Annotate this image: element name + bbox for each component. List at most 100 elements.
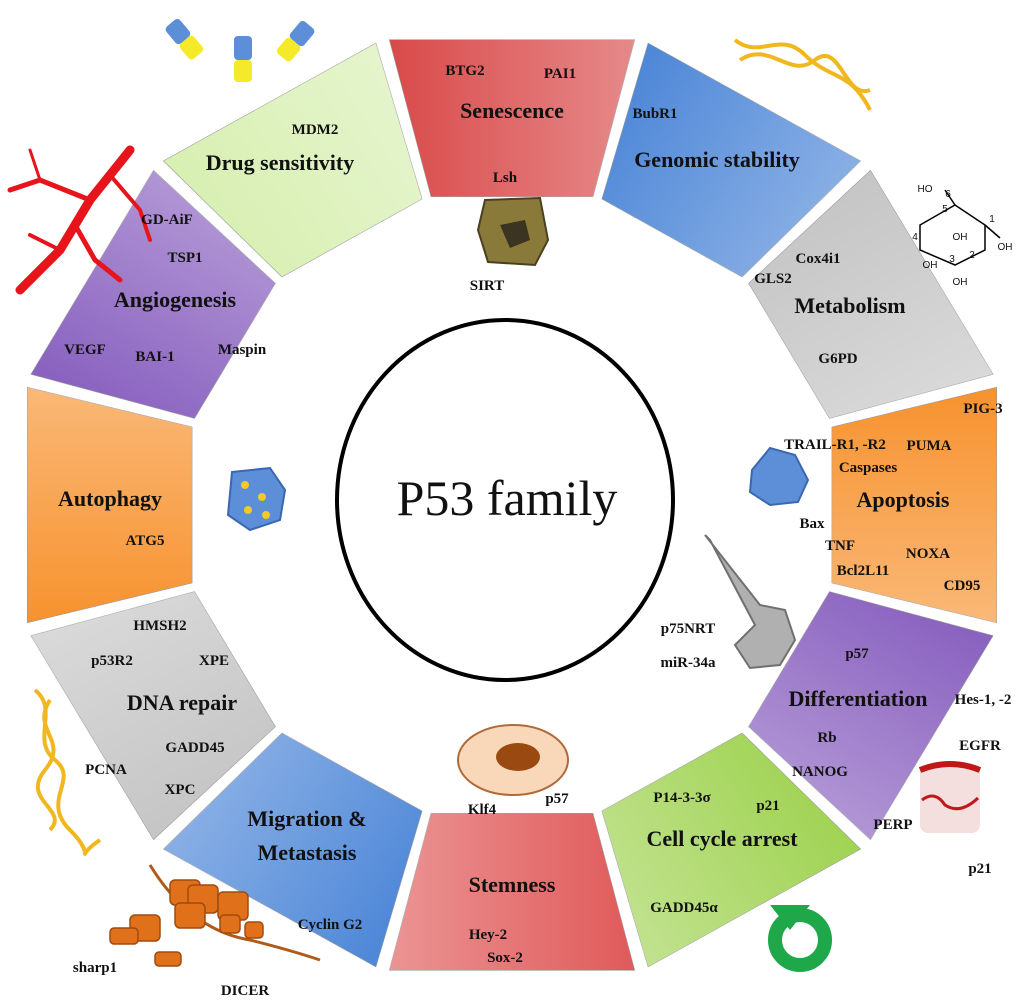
gene-label: TNF xyxy=(825,538,855,554)
svg-text:2: 2 xyxy=(969,250,975,261)
gene-label: Caspases xyxy=(839,460,898,476)
svg-text:HO: HO xyxy=(918,184,933,195)
gene-label: XPE xyxy=(199,653,229,669)
gene-label: GLS2 xyxy=(754,271,792,287)
segment-shading xyxy=(27,387,193,623)
gene-label: GD-AiF xyxy=(141,212,193,228)
center-label: P53 family xyxy=(397,470,618,526)
gene-label: Bcl2L11 xyxy=(837,563,890,579)
gene-label: Cox4i1 xyxy=(796,251,841,267)
segment-title-migration-line2: Metastasis xyxy=(258,840,357,865)
svg-text:5: 5 xyxy=(942,204,948,215)
gene-label: Lsh xyxy=(493,170,518,186)
gene-label: P14-3-3σ xyxy=(653,790,711,806)
gene-label: XPC xyxy=(165,782,196,798)
gene-label: G6PD xyxy=(818,351,857,367)
protein-complex-icon xyxy=(109,864,321,967)
segment-title-drug-sensitivity: Drug sensitivity xyxy=(206,150,355,175)
gene-label: miR-34a xyxy=(661,655,716,671)
gene-label: HMSH2 xyxy=(133,618,186,634)
gene-label: BubR1 xyxy=(632,106,677,122)
gene-label: Rb xyxy=(817,730,836,746)
gene-label: ATG5 xyxy=(126,533,165,549)
center-circle xyxy=(335,318,675,682)
segment-title-metabolism: Metabolism xyxy=(794,293,905,318)
svg-text:OH: OH xyxy=(953,232,968,243)
gene-label: PERP xyxy=(873,817,912,833)
gene-label: Maspin xyxy=(218,342,267,358)
svg-text:OH: OH xyxy=(953,277,968,288)
gene-label: GADD45 xyxy=(165,740,224,756)
segment-shading xyxy=(831,387,997,623)
neuron-icon xyxy=(704,534,797,670)
gene-label: BTG2 xyxy=(445,63,484,79)
epithelium-icon xyxy=(918,761,982,833)
pills-icon xyxy=(165,18,315,82)
blood-vessel-icon xyxy=(7,145,152,295)
svg-text:OH: OH xyxy=(998,242,1013,253)
gene-label: VEGF xyxy=(64,342,106,358)
gene-label: p21 xyxy=(756,798,779,814)
svg-text:1: 1 xyxy=(989,214,995,225)
sirt-label: SIRT xyxy=(470,278,505,294)
senescent-cell-icon xyxy=(476,196,550,267)
dna-helix-icon xyxy=(733,38,872,111)
gene-label: p21 xyxy=(968,861,991,877)
gene-label: PCNA xyxy=(85,762,127,778)
segment-title-dna-repair: DNA repair xyxy=(127,690,237,715)
segment-title-angiogenesis: Angiogenesis xyxy=(114,287,237,312)
gene-label: EGFR xyxy=(959,738,1001,754)
svg-text:4: 4 xyxy=(912,232,918,243)
gene-label: NOXA xyxy=(906,546,950,562)
segment-shading xyxy=(601,733,861,967)
svg-text:6: 6 xyxy=(945,189,951,200)
segment-shading xyxy=(30,170,276,419)
segment-title-differentiation: Differentiation xyxy=(789,686,928,711)
segment-title-stemness: Stemness xyxy=(469,872,556,897)
glucose-labels: HO OH OH OH OH 1 2 3 4 5 6 xyxy=(912,184,1012,288)
autophagy-cell-icon xyxy=(226,466,287,532)
gene-label: Hes-1, -2 xyxy=(955,692,1012,708)
gene-label: p75NRT xyxy=(661,621,716,637)
apoptotic-cell-icon xyxy=(748,446,810,507)
segment-title-autophagy: Autophagy xyxy=(58,486,162,511)
stem-cell-icon xyxy=(457,724,569,796)
segment-title-migration-line1: Migration & xyxy=(247,806,366,831)
dna-helix-icon xyxy=(33,688,102,856)
segment-shading xyxy=(163,43,423,277)
gene-label: TSP1 xyxy=(167,250,202,266)
gene-label: p53R2 xyxy=(91,653,133,669)
gene-label: BAI-1 xyxy=(135,349,174,365)
svg-text:OH: OH xyxy=(923,260,938,271)
gene-label: TRAIL-R1, -R2 xyxy=(784,437,886,453)
segment-shading xyxy=(601,43,861,277)
segment-title-genomic-stability: Genomic stability xyxy=(634,147,800,172)
gene-label: MDM2 xyxy=(292,122,339,138)
gene-label: p57 xyxy=(545,791,569,807)
segment-shading xyxy=(748,591,994,840)
gene-label: Hey-2 xyxy=(469,927,507,943)
segment-title-cell-cycle-arrest: Cell cycle arrest xyxy=(646,826,798,851)
svg-text:3: 3 xyxy=(949,254,955,265)
gene-label: CD95 xyxy=(944,578,981,594)
glucose-structure-icon xyxy=(919,189,1001,266)
gene-label: Cyclin G2 xyxy=(298,917,363,933)
cell-cycle-arrow-icon xyxy=(768,905,832,972)
gene-label: NANOG xyxy=(792,764,848,780)
gene-label: DICER xyxy=(221,983,270,999)
gene-label: PUMA xyxy=(907,438,952,454)
segment-shading xyxy=(389,39,635,197)
segment-shading xyxy=(30,591,276,840)
gene-label: Klf4 xyxy=(468,802,497,818)
segment-ring xyxy=(26,39,998,971)
gene-label: PIG-3 xyxy=(963,401,1002,417)
gene-label: Sox-2 xyxy=(487,950,523,966)
gene-label: GADD45α xyxy=(650,900,718,916)
segment-title-senescence: Senescence xyxy=(460,98,564,123)
segment-shading xyxy=(163,733,423,967)
gene-label: sharp1 xyxy=(73,960,117,976)
segment-title-apoptosis: Apoptosis xyxy=(857,487,950,512)
segment-shading xyxy=(748,170,994,419)
